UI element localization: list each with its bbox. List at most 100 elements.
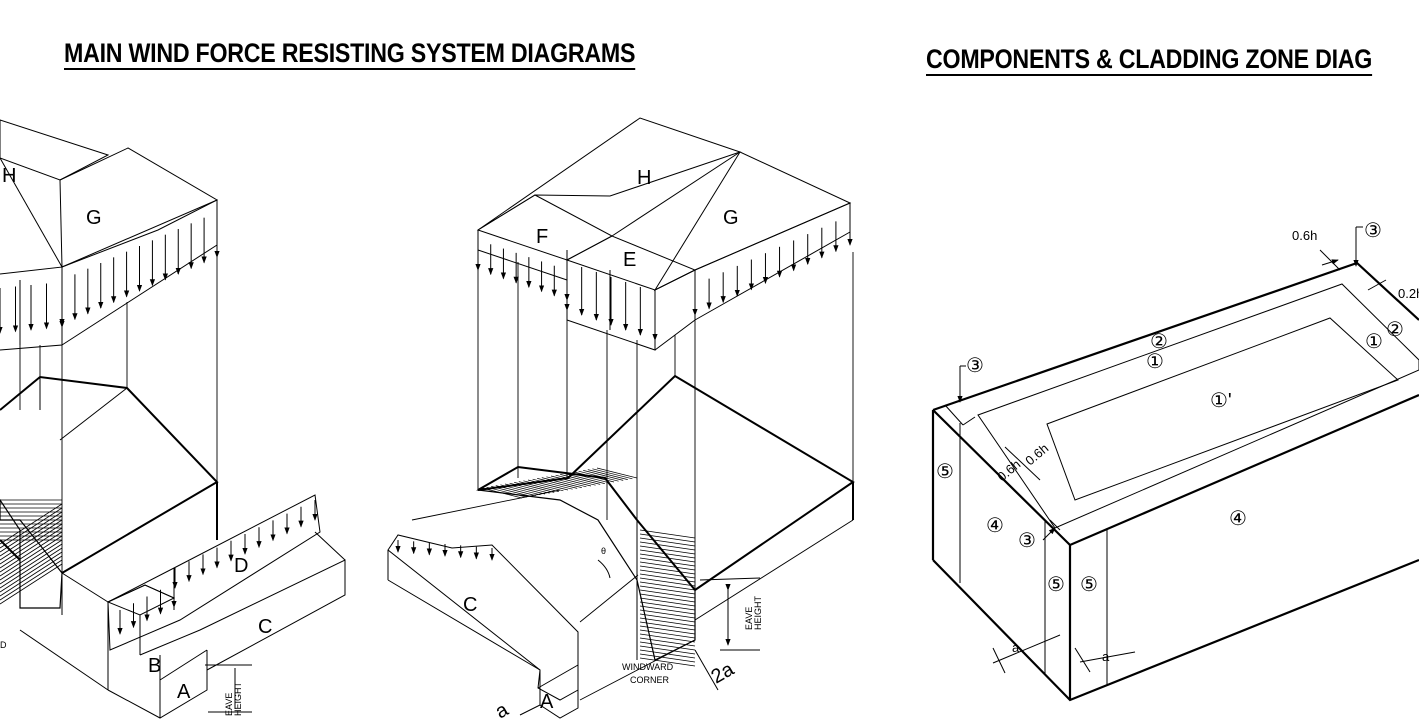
drawing-line (639, 561, 696, 571)
drawing-line (587, 469, 628, 480)
drawing-line (639, 625, 696, 635)
drawing-line (596, 467, 638, 479)
drawing-line (639, 553, 696, 563)
drawing-line (0, 519, 63, 561)
drawing-line (546, 476, 587, 488)
drawing-line (639, 581, 696, 591)
drawing-line (518, 481, 559, 492)
drawing-line (639, 613, 696, 623)
zone-4-side-label: ④ (1229, 508, 1247, 530)
cc-zone-title: COMPONENTS & CLADDING ZONE DIAG (926, 44, 1373, 74)
drawing-line (639, 565, 696, 575)
eave-dimension-middle (519, 583, 731, 716)
wall-c-middle (387, 534, 579, 719)
drawing-line (639, 621, 696, 631)
drawing-line (0, 515, 63, 557)
cc-zone-diagram (931, 226, 1419, 702)
zone-b-label: B (148, 655, 161, 677)
drawing-line (639, 629, 696, 639)
zone-1-prime-label: ①' (1210, 390, 1232, 412)
drawing-line (0, 527, 63, 569)
zone-4-end-label: ④ (986, 515, 1004, 537)
zone-d-label: D (234, 555, 248, 577)
zone-2-right-label: ② (1386, 319, 1404, 341)
eave-label-line1: EAVE (224, 693, 234, 716)
windward-label-2: CORNER (630, 675, 670, 685)
drawing-line (639, 529, 696, 539)
drawing-line (639, 605, 696, 615)
eave-dimension-left (205, 664, 252, 713)
building-middle-thin (567, 375, 854, 660)
drawing-line (564, 473, 605, 484)
pressure-arrows (0, 212, 853, 635)
zone-3-corner-label: ③ (1018, 530, 1036, 552)
hatched-ridge-middle (476, 466, 696, 667)
drawing-line (639, 545, 696, 555)
drawing-line (639, 601, 696, 611)
drawing-line (550, 475, 592, 487)
drawing-line (639, 549, 696, 559)
zone-g-label-mid: G (723, 207, 739, 229)
drawing-line (639, 657, 696, 667)
drawing-line (592, 468, 633, 480)
dim-2a-label: 2a (708, 658, 739, 689)
drawing-line (639, 585, 696, 595)
drawing-line (555, 474, 596, 486)
theta-label: θ (601, 546, 606, 556)
zone-a-label: A (177, 681, 191, 703)
drawing-line (639, 541, 696, 551)
zone-a-label-mid: A (540, 691, 554, 713)
drawing-line (495, 485, 536, 496)
dim-a-left: a (1012, 640, 1020, 655)
drawing-line (500, 484, 541, 496)
zone-h-label-mid: H (637, 167, 651, 189)
drawing-line (639, 569, 696, 579)
dim-a-right: a (1102, 649, 1110, 664)
drawing-line (0, 551, 63, 593)
drawing-line (0, 547, 63, 589)
zone-c-label: C (258, 616, 272, 638)
drawing-line (514, 482, 555, 493)
drawing-line (639, 589, 696, 599)
mwfrs-left-labels: H G D C B A D EAVE HEIGHT (0, 165, 272, 716)
eave-label-mid-2: HEIGHT (753, 595, 763, 630)
zone-f-label: F (536, 226, 548, 248)
drawing-line (0, 543, 63, 585)
zone-5-left-label: ⑤ (936, 461, 954, 483)
drawing-line (509, 482, 550, 494)
building-left (0, 375, 219, 574)
zone-1-right-label: ① (1365, 331, 1383, 353)
drawing-line (639, 609, 696, 619)
drawing-line (541, 477, 582, 488)
drawing-line (0, 531, 63, 573)
zone-g-label: G (86, 207, 102, 229)
guide-lines-middle (411, 489, 761, 701)
drawing-line (0, 539, 63, 581)
drawing-line (639, 593, 696, 603)
mwfrs-diagram-left (0, 119, 346, 719)
windward-label-1: WINDWARD (622, 662, 674, 672)
zone-5-right-label: ⑤ (1080, 574, 1098, 596)
drawing-line (537, 478, 578, 489)
zone-c-label-mid: C (463, 594, 477, 616)
hatched-end-left (0, 498, 63, 609)
building-left-thin (39, 377, 218, 615)
drawing-line (639, 653, 696, 663)
drawing-line (569, 472, 610, 484)
zone-3-top-label: ③ (1364, 220, 1382, 242)
drawing-line (0, 535, 63, 577)
dim-a-label: a (492, 698, 513, 719)
dim-06h-top: 0.6h (1292, 228, 1317, 243)
drawing-line (639, 573, 696, 583)
drawing-line (0, 523, 63, 565)
drawing-line (481, 487, 523, 499)
wall-blocks-left (106, 494, 346, 719)
zone-5-mid-label: ⑤ (1047, 574, 1065, 596)
drawing-line (639, 577, 696, 587)
drawing-line (639, 645, 696, 655)
projection-lines-middle (477, 250, 854, 590)
cc-dimension-lines (957, 226, 1387, 674)
drawing-line (0, 563, 63, 605)
drawing-line (639, 533, 696, 543)
